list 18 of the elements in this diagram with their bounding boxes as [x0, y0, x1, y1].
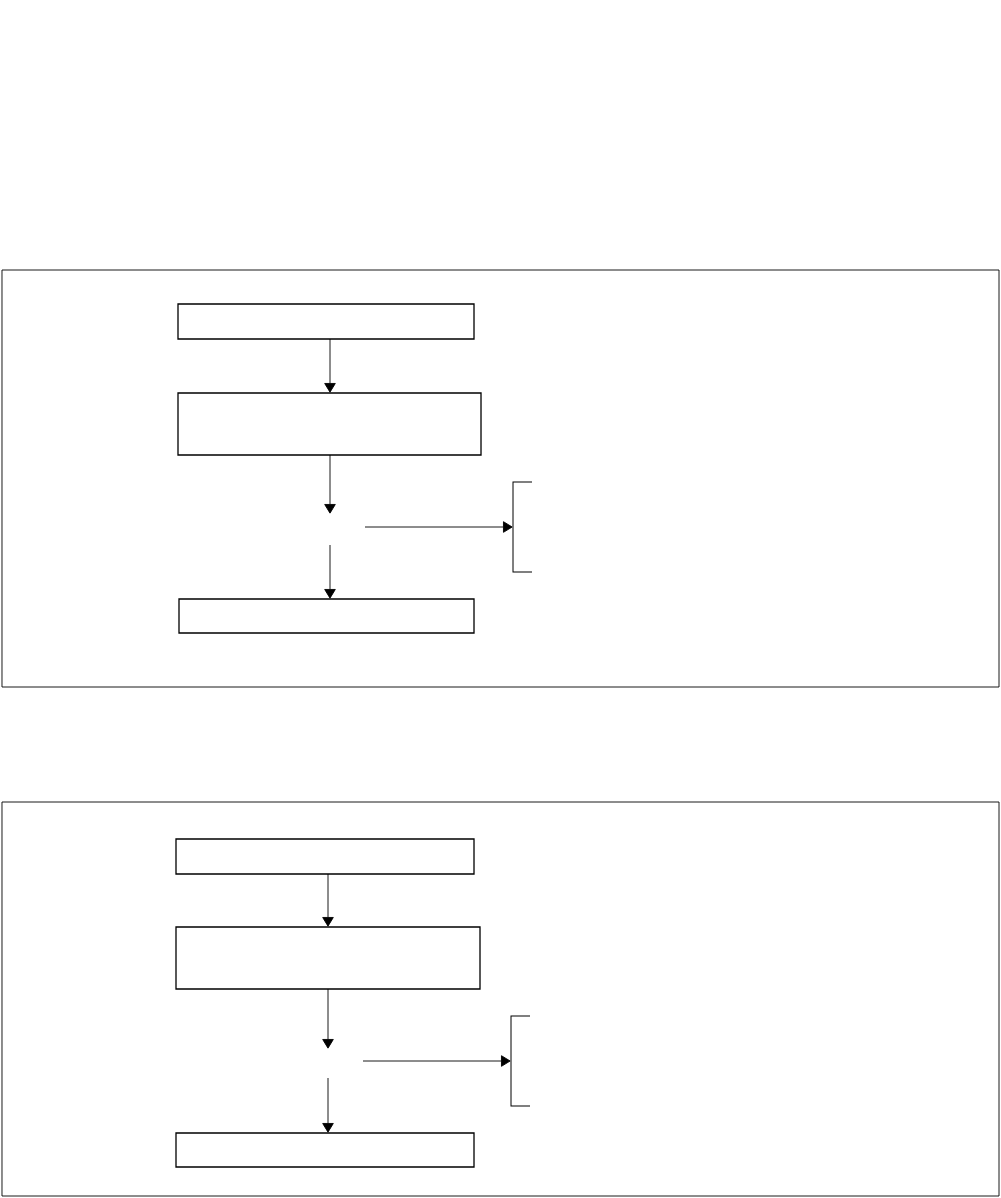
empty-box — [175, 1132, 475, 1168]
empty-box — [177, 303, 475, 340]
arrow — [362, 1055, 511, 1067]
arrow — [324, 454, 336, 514]
panel-frame — [1, 801, 1000, 1197]
empty-box — [178, 598, 475, 634]
arrow — [364, 521, 513, 533]
arrow — [322, 873, 334, 927]
arrow — [322, 988, 334, 1049]
bracket — [512, 481, 533, 573]
arrow — [324, 544, 336, 599]
arrow — [322, 1077, 334, 1133]
bracket — [510, 1015, 531, 1107]
arrow — [324, 338, 336, 393]
empty-box — [175, 838, 475, 875]
panel-frame — [1, 269, 1000, 688]
empty-box — [177, 392, 482, 456]
empty-box — [175, 926, 481, 990]
